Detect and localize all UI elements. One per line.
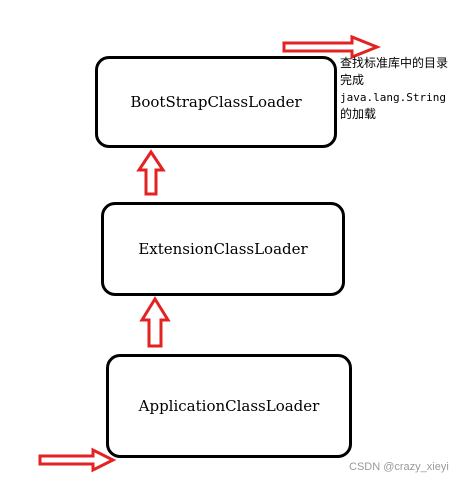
bootstrap-note: 查找标准库中的目录 完成 java.lang.String 的加载: [340, 55, 448, 123]
extension-classloader-label: ExtensionClassLoader: [138, 240, 308, 258]
note-line-2: 完成: [340, 73, 365, 87]
application-classloader-label: ApplicationClassLoader: [138, 397, 320, 415]
note-line-1: 查找标准库中的目录: [340, 56, 449, 70]
arrow-up-app-to-ext: [139, 296, 171, 348]
arrow-up-ext-to-boot: [136, 149, 166, 196]
csdn-watermark: CSDN @crazy_xieyi: [349, 461, 449, 473]
bootstrap-classloader-label: BootStrapClassLoader: [130, 93, 302, 111]
note-line-4: 的加载: [340, 107, 377, 121]
bootstrap-classloader-box: BootStrapClassLoader: [95, 56, 337, 148]
arrow-right-bottom: [38, 447, 117, 473]
arrow-right-top: [282, 34, 382, 60]
note-line-3: java.lang.String: [340, 91, 446, 104]
application-classloader-box: ApplicationClassLoader: [106, 354, 352, 458]
extension-classloader-box: ExtensionClassLoader: [101, 202, 345, 296]
